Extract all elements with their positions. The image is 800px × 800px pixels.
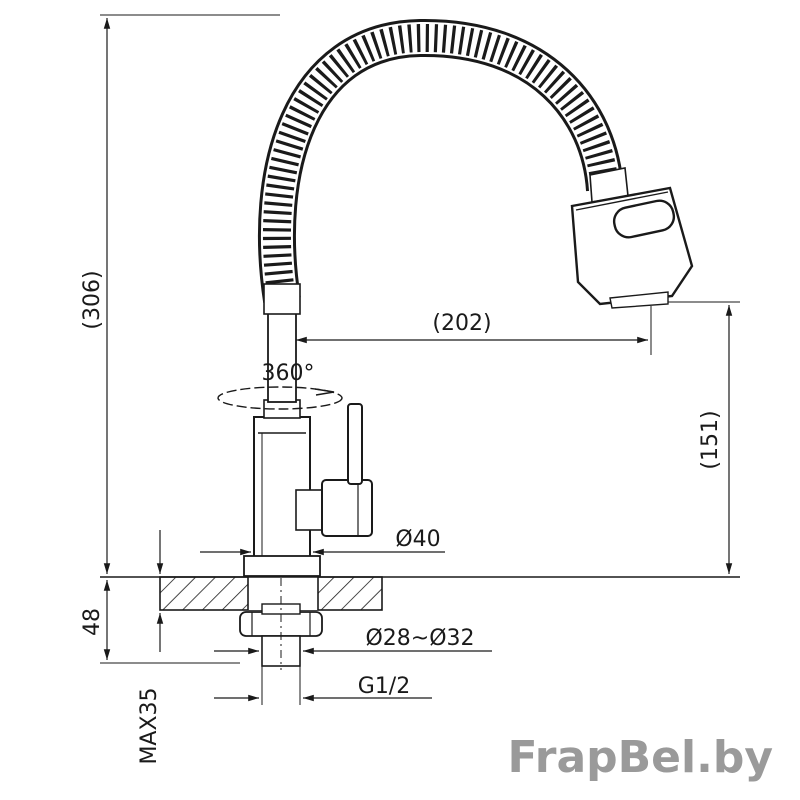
label-total-height: (306) bbox=[80, 270, 105, 329]
label-base-height: 48 bbox=[80, 608, 105, 636]
rotation-indicator bbox=[217, 386, 343, 410]
lever-handle bbox=[295, 403, 373, 537]
dimension-base-height bbox=[100, 580, 240, 664]
dimension-total-height bbox=[100, 14, 280, 574]
faucet-body bbox=[243, 399, 321, 577]
flexible-hose bbox=[257, 18, 624, 315]
label-reach: (202) bbox=[432, 311, 491, 336]
dimension-thread bbox=[214, 666, 432, 705]
label-spout-height: (151) bbox=[698, 410, 723, 469]
label-hole-diameter: Ø28~Ø32 bbox=[365, 626, 474, 651]
dimension-spout-height bbox=[668, 301, 740, 574]
threaded-shank bbox=[261, 560, 301, 670]
dimension-reach bbox=[296, 306, 652, 355]
watermark: FrapBel.by bbox=[508, 732, 773, 783]
label-max-thickness: MAX35 bbox=[137, 687, 162, 764]
label-body-diameter: Ø40 bbox=[395, 527, 440, 552]
label-swivel: 360° bbox=[262, 361, 315, 386]
label-thread: G1/2 bbox=[358, 674, 410, 699]
spout-riser bbox=[267, 309, 297, 403]
spray-head bbox=[570, 167, 694, 309]
